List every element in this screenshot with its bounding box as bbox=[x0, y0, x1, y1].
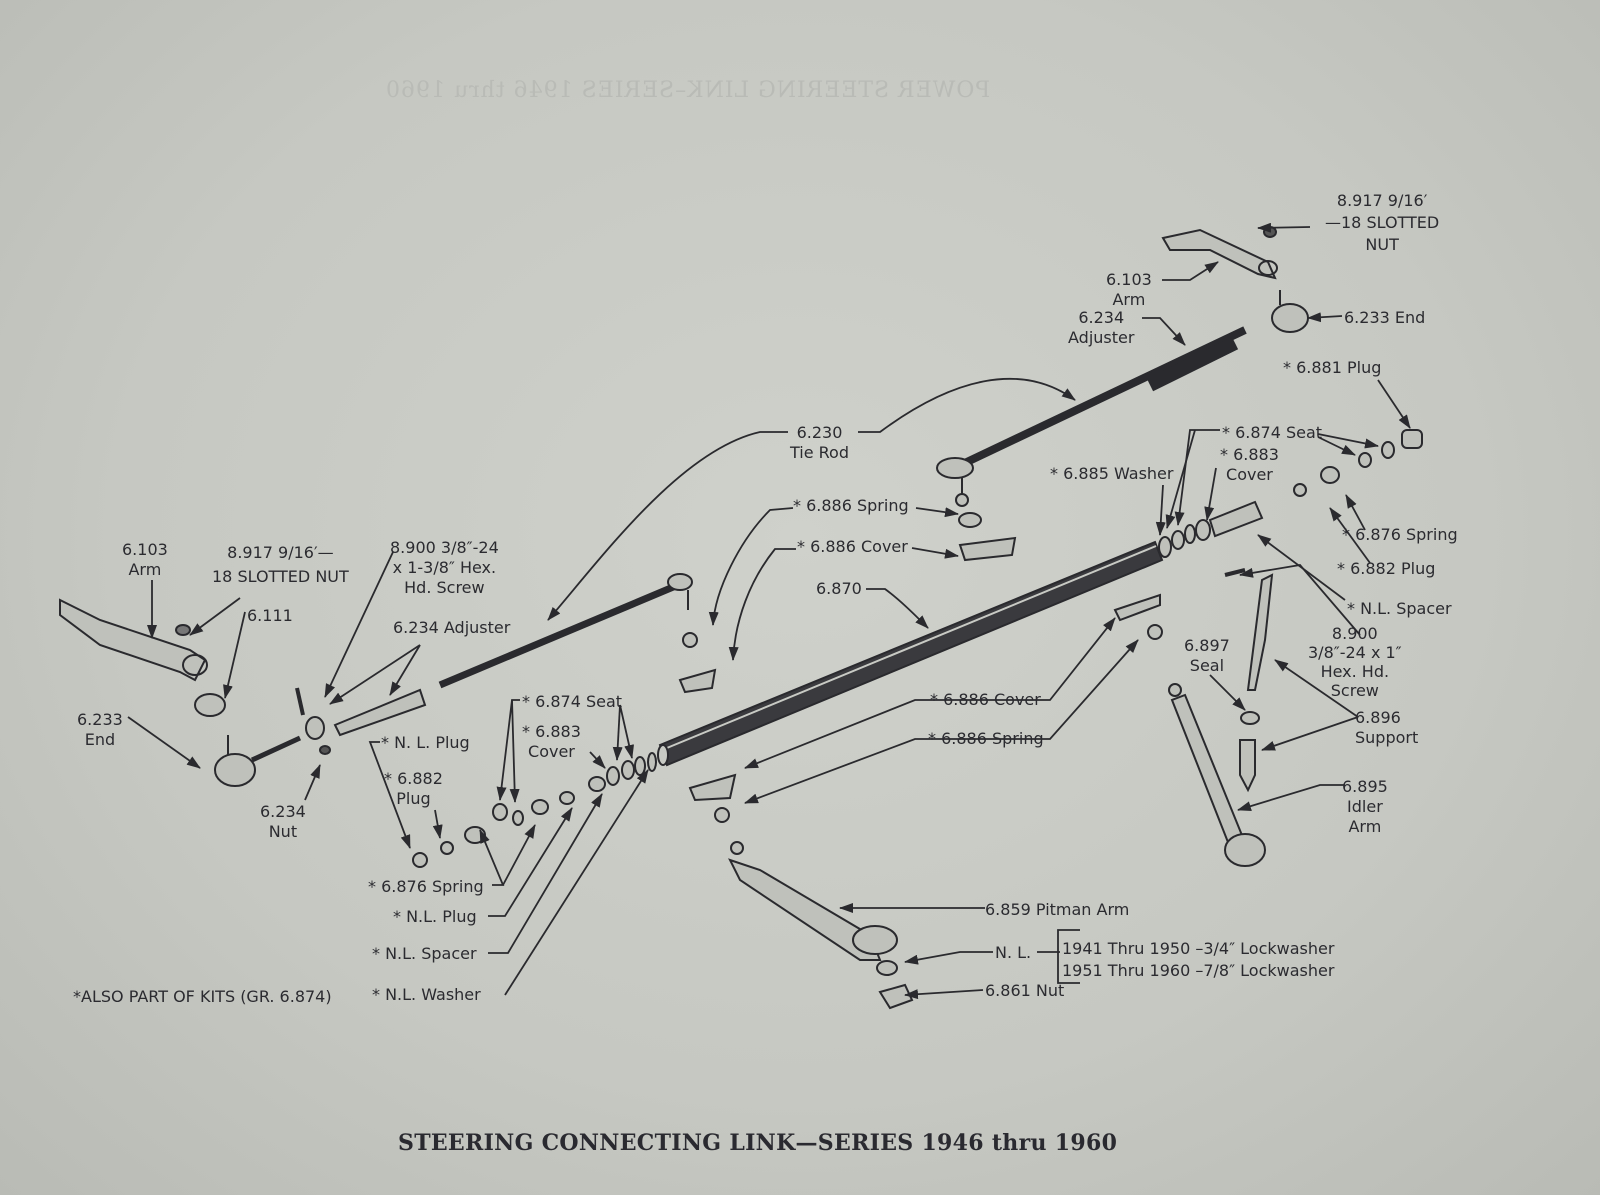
label-seal: 6.897 Seal bbox=[1184, 636, 1230, 676]
label-line: 18 SLOTTED NUT bbox=[212, 567, 349, 586]
label-line: x 1-3/8″ Hex. bbox=[392, 558, 497, 577]
label-left-arm: 6.103 Arm bbox=[122, 540, 168, 580]
label-line: 8.900 bbox=[1331, 624, 1378, 643]
label-left-plug-882: * 6.882 Plug bbox=[384, 769, 443, 809]
label-left-nl-plug-2: * N.L. Plug bbox=[393, 907, 477, 926]
label-support: 6.896 Support bbox=[1355, 708, 1418, 748]
label-right-plug-882: * 6.882 Plug bbox=[1337, 559, 1436, 578]
label-nl-lockwasher: N. L. bbox=[995, 943, 1032, 962]
label-line: Arm bbox=[1348, 817, 1382, 836]
label-left-adjuster: 6.234 Adjuster bbox=[393, 618, 511, 637]
label-line: Arm bbox=[128, 560, 162, 579]
tie-rod-right-part bbox=[936, 290, 1309, 507]
label-left-slotted-nut: 8.917 9/16′— 18 SLOTTED NUT bbox=[212, 541, 349, 589]
label-line: End bbox=[84, 730, 116, 749]
label-line: * 6.883 bbox=[522, 722, 581, 741]
label-line: Tie Rod bbox=[790, 443, 849, 462]
label-cover-886-bottom: * 6.886 Cover bbox=[930, 690, 1041, 709]
label-line: 6.233 bbox=[77, 710, 123, 729]
label-line: 6.103 bbox=[1106, 270, 1152, 289]
label-line: 6.895 bbox=[1342, 777, 1388, 796]
kits-footnote: *ALSO PART OF KITS (GR. 6.874) bbox=[73, 987, 332, 1006]
label-line: Support bbox=[1355, 728, 1419, 747]
label-nut-861: 6.861 Nut bbox=[985, 981, 1065, 1000]
label-lockwasher-1941-1950: 1941 Thru 1950 –3/4″ Lockwasher bbox=[1062, 939, 1335, 958]
label-line: * 6.882 bbox=[384, 769, 443, 788]
label-connecting-link: 6.870 bbox=[816, 579, 862, 598]
label-line: 8.900 3/8″-24 bbox=[390, 538, 499, 557]
label-line: Adjuster bbox=[1068, 328, 1135, 347]
arm-left-part bbox=[59, 598, 226, 717]
label-right-seat: * 6.874 Seat bbox=[1222, 423, 1323, 442]
label-plug-881: * 6.881 Plug bbox=[1283, 358, 1382, 377]
connecting-link-part bbox=[657, 540, 1164, 767]
label-tie-rod: 6.230 Tie Rod bbox=[790, 423, 849, 463]
label-right-arm: 6.103 Arm bbox=[1106, 270, 1152, 310]
label-right-washer: * 6.885 Washer bbox=[1050, 464, 1174, 483]
label-left-seat: * 6.874 Seat bbox=[522, 692, 623, 711]
label-line: 6.103 bbox=[122, 540, 168, 559]
label-right-spring: * 6.876 Spring bbox=[1342, 525, 1458, 544]
label-pitman-arm: 6.859 Pitman Arm bbox=[985, 900, 1130, 919]
label-left-end: 6.233 End bbox=[77, 710, 123, 750]
label-line: Hd. Screw bbox=[404, 578, 485, 597]
label-idler-arm: 6.895 Idler Arm bbox=[1342, 777, 1388, 837]
label-left-spacer: * N.L. Spacer bbox=[372, 944, 477, 963]
label-left-nut: 6.234 Nut bbox=[260, 802, 306, 842]
label-6-111: 6.111 bbox=[247, 606, 293, 625]
label-line: * 6.883 bbox=[1220, 445, 1279, 464]
label-line: Arm bbox=[1112, 290, 1146, 309]
label-line: 6.230 bbox=[796, 423, 843, 442]
label-right-adjuster: 6.234 Adjuster bbox=[1068, 308, 1134, 348]
label-line: Seal bbox=[1189, 656, 1225, 675]
figure-title: STEERING CONNECTING LINK—SERIES 1946 thr… bbox=[398, 1130, 1118, 1156]
label-line: Hex. Hd. bbox=[1320, 662, 1390, 681]
leader-lines bbox=[127, 222, 1411, 1000]
label-line: 8.917 9/16′— bbox=[227, 543, 334, 562]
label-right-end: 6.233 End bbox=[1344, 308, 1426, 327]
label-line: 8.917 9/16′ bbox=[1336, 191, 1428, 210]
end-left-part bbox=[214, 687, 331, 787]
label-left-cover: * 6.883 Cover bbox=[522, 722, 581, 762]
label-line: Cover bbox=[1226, 465, 1273, 484]
label-right-screw: 8.900 3/8″-24 x 1″ Hex. Hd. Screw bbox=[1308, 624, 1402, 700]
label-cover-886-top: * 6.886 Cover bbox=[797, 537, 908, 556]
label-spring-886-top: * 6.886 Spring bbox=[793, 496, 909, 515]
label-line: Screw bbox=[1330, 681, 1379, 700]
label-line: —18 SLOTTED bbox=[1325, 213, 1440, 232]
label-left-nl-plug: * N. L. Plug bbox=[381, 733, 470, 752]
label-line: 3/8″-24 x 1″ bbox=[1308, 643, 1402, 662]
label-right-spacer: * N.L. Spacer bbox=[1347, 599, 1452, 618]
label-line: Plug bbox=[396, 789, 431, 808]
label-line: Cover bbox=[528, 742, 575, 761]
label-lockwasher-1951-1960: 1951 Thru 1960 –7/8″ Lockwasher bbox=[1062, 961, 1335, 980]
tie-rod-left-part bbox=[333, 573, 693, 737]
arm-right-part bbox=[1161, 226, 1278, 280]
label-line: Idler bbox=[1347, 797, 1383, 816]
label-spring-886-bottom: * 6.886 Spring bbox=[928, 729, 1044, 748]
label-left-washer: * N.L. Washer bbox=[372, 985, 481, 1004]
right-plug-assembly-parts bbox=[958, 429, 1423, 640]
label-left-spring: * 6.876 Spring bbox=[368, 877, 484, 896]
label-line: 6.234 bbox=[260, 802, 306, 821]
label-right-slotted-nut: 8.917 9/16′ —18 SLOTTED NUT bbox=[1325, 190, 1439, 256]
label-line: NUT bbox=[1365, 235, 1399, 254]
label-left-screw: 8.900 3/8″-24 x 1-3/8″ Hex. Hd. Screw bbox=[390, 538, 499, 598]
label-line: Nut bbox=[268, 822, 298, 841]
label-line: 6.897 bbox=[1184, 636, 1230, 655]
label-line: 6.234 bbox=[1078, 308, 1125, 327]
pitman-arm-part bbox=[688, 773, 914, 1010]
label-line: 6.896 bbox=[1355, 708, 1401, 727]
label-right-cover: * 6.883 Cover bbox=[1220, 445, 1279, 485]
idler-arm-part bbox=[1168, 568, 1274, 867]
